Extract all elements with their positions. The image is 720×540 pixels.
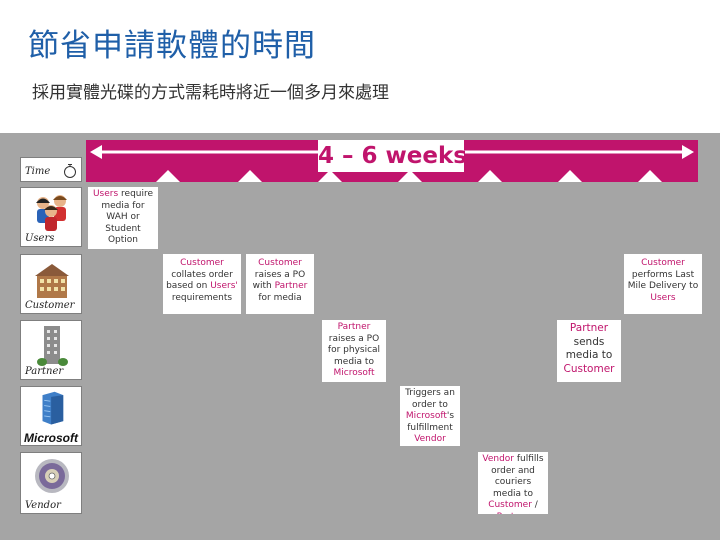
step-partner-raises-po: Partner raises a PO for physical media t… [322,320,386,382]
duration-label: 4 – 6 weeks [318,140,467,172]
role-customer: Customer [20,254,82,314]
role-label-partner: Partner [25,366,64,377]
role-label-time: Time [25,166,51,177]
step-vendor-fulfills-order: Vendor fulfills order and couriers media… [478,452,548,514]
step-customer-raises-po: Customer raises a PO with Partner for me… [246,254,314,314]
role-highlight: Customer [180,258,224,268]
role-label-users: Users [25,233,55,244]
role-label-customer: Customer [25,300,75,311]
role-microsoft: Microsoft [20,386,82,446]
step-text: / [531,500,538,511]
step-text: requirements [171,292,233,303]
role-highlight: Customer [641,258,685,268]
role-partner: Partner [20,320,82,380]
role-highlight: Microsoft [333,368,375,379]
step-text: Triggers an order to [405,388,455,410]
role-highlight: Microsoft [405,411,447,422]
role-highlight: Partner [337,322,371,332]
office-building-icon [35,264,69,298]
step-customer-last-mile-delivery: Customer performs Last Mile Delivery to … [624,254,702,314]
server-rack-icon [42,391,64,425]
role-highlight: Users [650,292,676,303]
page-title: 節省申請軟體的時間 [28,28,316,64]
step-text: raises a PO with [252,269,306,292]
role-time: Time [20,157,82,182]
role-highlight: Partner [569,322,609,334]
page-subtitle: 採用實體光碟的方式需耗時將近一個多月來處理 [32,83,389,103]
role-vendor: Vendor [20,452,82,514]
role-highlight: Vendor [482,454,515,464]
step-triggers-fulfillment: Triggers an order to Microsoft's fulfill… [400,386,460,446]
office-tower-icon [37,326,68,366]
stopwatch-icon [64,164,76,178]
cd-disc-icon [35,459,69,493]
role-highlight: Vendor [414,434,446,445]
step-text: for media [258,292,302,303]
step-text: performs Last Mile Delivery to [627,269,699,292]
role-highlight: Customer [258,258,302,268]
step-text: sends media to [565,335,613,362]
role-highlight: Partner [274,281,308,292]
step-text: require media for WAH or Student Option [101,189,154,246]
role-highlight: Customer [488,500,532,511]
step-partner-sends-media: Partner sends media to Customer [557,320,621,382]
role-label-vendor: Vendor [25,500,61,511]
microsoft-logo: Microsoft [24,431,78,445]
role-users: Users [20,187,82,247]
step-users-require-media: Users require media for WAH or Student O… [88,187,158,249]
step-text: 's fulfillment [407,411,455,433]
step-text: collates order based on [166,269,233,292]
users-group-icon [36,195,67,231]
role-highlight: Users [92,189,119,199]
step-text: fulfills order and couriers media to [491,454,544,499]
step-customer-collates-order: Customer collates order based on Users' … [163,254,241,314]
role-highlight: Customer [563,362,615,375]
role-highlight: Users' [210,281,238,292]
step-text: raises a PO for physical media to [327,333,381,367]
role-highlight: Partner [497,512,530,514]
